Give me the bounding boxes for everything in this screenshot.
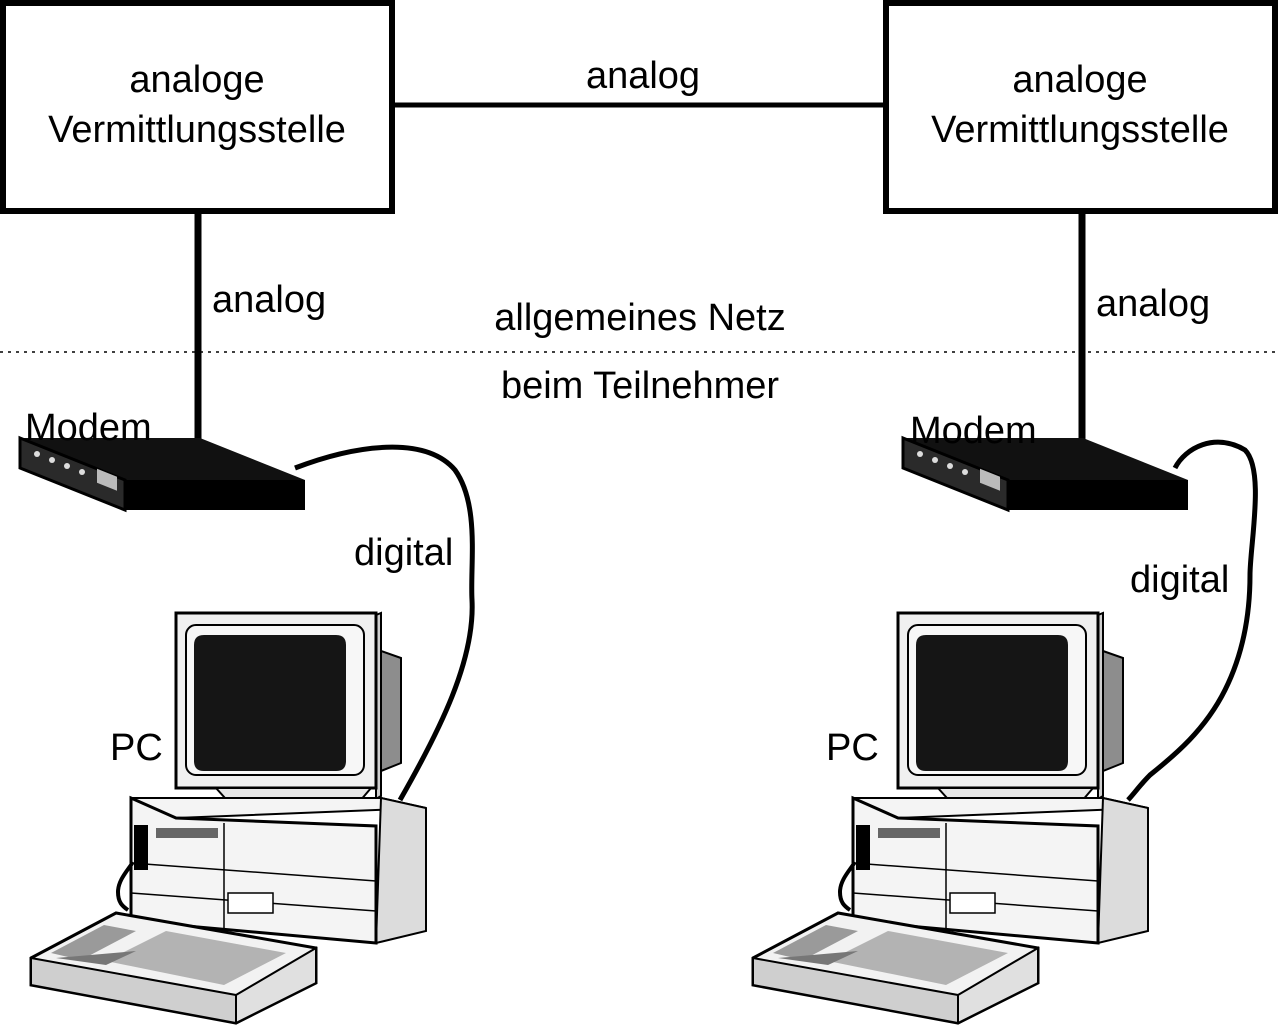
trunk-label: analog: [586, 55, 700, 97]
right-modem-label: Modem: [910, 410, 1037, 452]
left-cable-label: digital: [354, 532, 453, 574]
left-exchange-label-1: analoge: [129, 59, 264, 101]
right-exchange-label-1: analoge: [1012, 59, 1147, 101]
right-exchange-label-2: Vermittlungsstelle: [931, 109, 1229, 151]
right-exchange-box: [883, 0, 1278, 214]
left-exchange: analoge Vermittlungsstelle: [0, 0, 395, 214]
right-line-label: analog: [1096, 283, 1210, 325]
left-pc-icon: [29, 611, 428, 1025]
left-pc-label: PC: [110, 727, 163, 769]
right-digital-cable: [1126, 439, 1258, 802]
left-modem-label: Modem: [25, 407, 152, 449]
right-exchange: analoge Vermittlungsstelle: [883, 0, 1278, 214]
left-exchange-label-2: Vermittlungsstelle: [48, 109, 346, 151]
left-line-label: analog: [212, 279, 326, 321]
zone-top-label: allgemeines Netz: [494, 297, 785, 339]
right-cable-label: digital: [1130, 559, 1229, 601]
right-pc-icon: [751, 611, 1150, 1025]
left-keyboard-cable: [115, 860, 135, 912]
zone-bottom-label: beim Teilnehmer: [501, 365, 779, 407]
left-digital-cable: [294, 444, 475, 802]
right-keyboard-cable: [837, 860, 857, 912]
left-exchange-box: [0, 0, 395, 214]
right-pc-label: PC: [826, 727, 879, 769]
